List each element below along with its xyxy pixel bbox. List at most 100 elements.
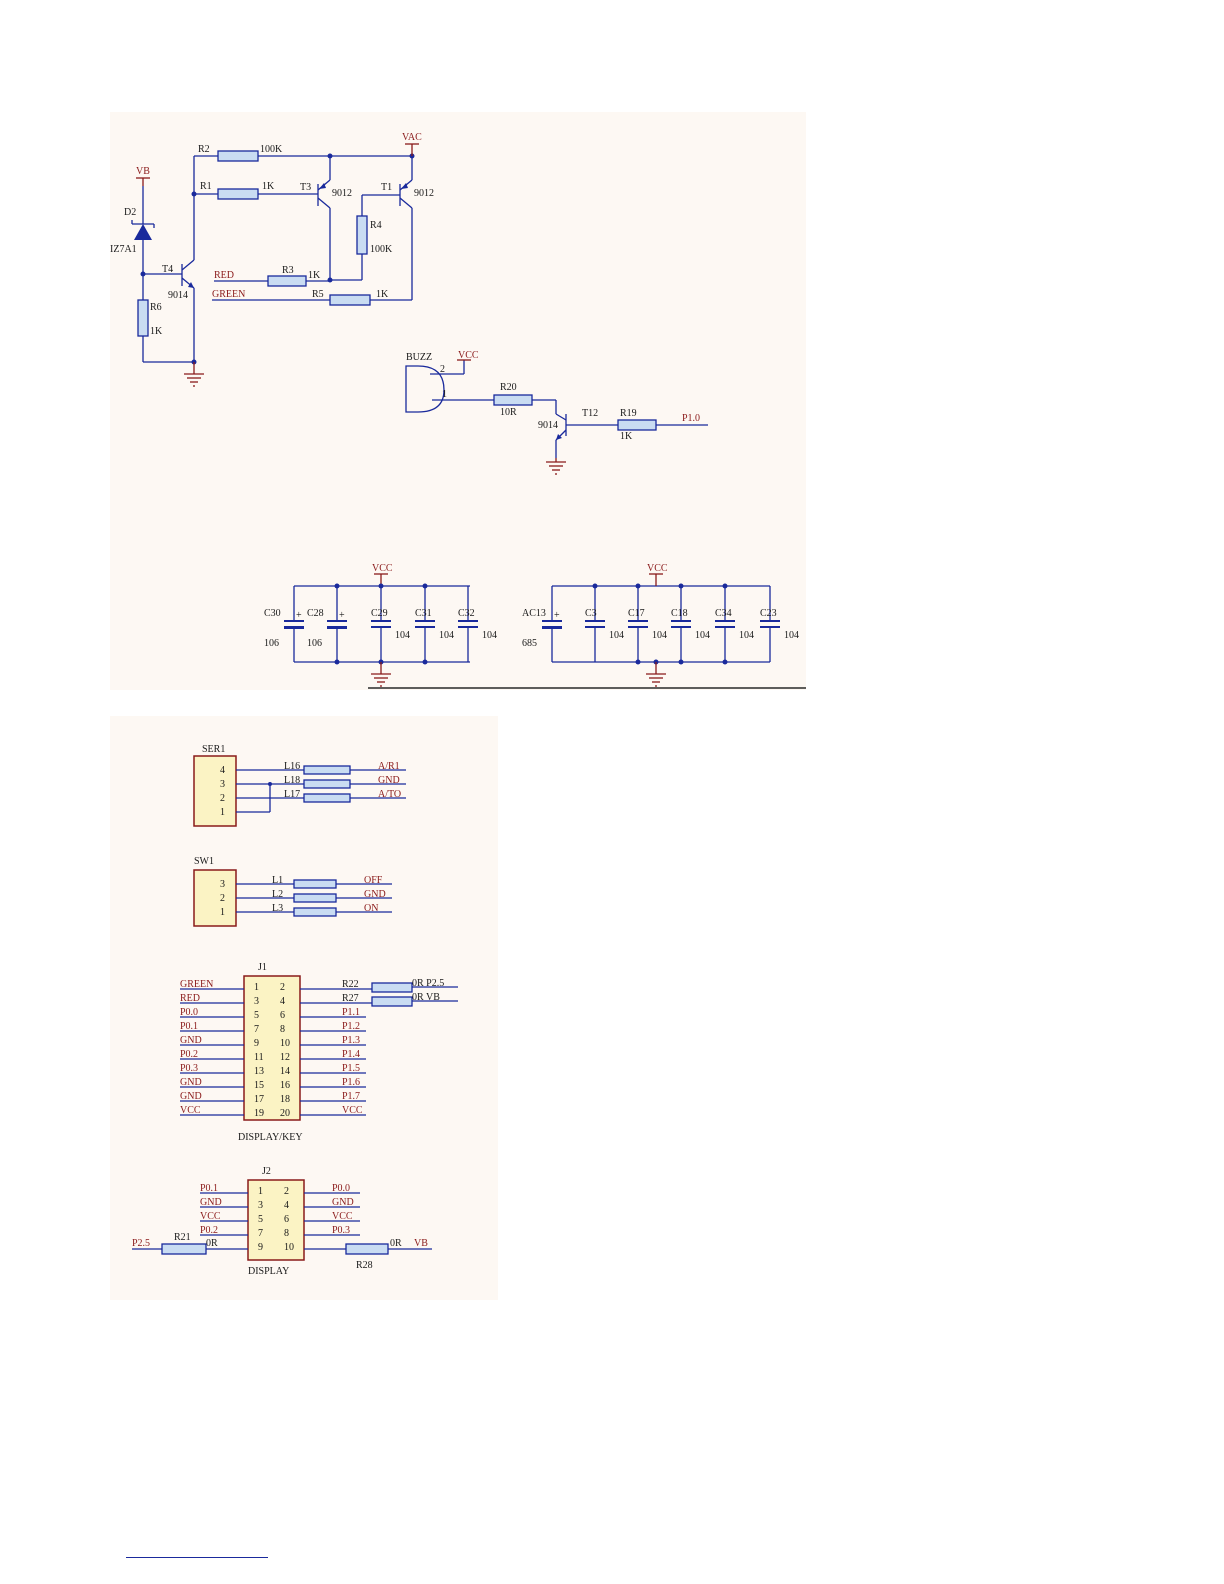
ser1-net-label: A/TO xyxy=(378,789,401,800)
buzz-pin1: 1 xyxy=(442,389,447,400)
t1-value: 9012 xyxy=(414,188,434,199)
j1-right-net: P1.4 xyxy=(342,1049,360,1060)
inductor-l1 xyxy=(293,879,337,889)
inductor-ref: L1 xyxy=(272,875,283,886)
r4-value: 100K xyxy=(370,244,393,255)
r28-net-label: VB xyxy=(414,1238,428,1249)
r2-value: 100K xyxy=(260,144,283,155)
connector-j1 xyxy=(243,975,301,1121)
resistor-r27 xyxy=(371,996,413,1007)
r19-ref: R19 xyxy=(620,408,637,419)
j1-pin-odd: 1 xyxy=(254,982,259,993)
inductor-ref: L3 xyxy=(272,903,283,914)
j2-pin-even: 10 xyxy=(284,1242,294,1253)
j1-right-net: P1.3 xyxy=(342,1035,360,1046)
j1-left-net: RED xyxy=(180,993,200,1004)
j1-pin-even: 10 xyxy=(280,1038,290,1049)
net-red-label: RED xyxy=(214,270,234,281)
j1-pin-odd: 17 xyxy=(254,1094,264,1105)
j1-pin-odd: 11 xyxy=(254,1052,264,1063)
ser1-ref: SER1 xyxy=(202,744,225,755)
j1-pin-even: 6 xyxy=(280,1010,285,1021)
j2-left-net: VCC xyxy=(200,1211,221,1222)
cap-value: 685 xyxy=(522,638,537,649)
decoupling-group-a: VCC xyxy=(294,563,470,687)
ser1-net-label: GND xyxy=(378,775,400,786)
j1-caption: DISPLAY/KEY xyxy=(238,1132,303,1143)
j2-pin-even: 4 xyxy=(284,1200,289,1211)
j2-right-net: GND xyxy=(332,1197,354,1208)
j1-left-net: GREEN xyxy=(180,979,213,990)
j1-right-net: P1.1 xyxy=(342,1007,360,1018)
r19-value: 1K xyxy=(620,431,633,442)
cap-value: 104 xyxy=(739,630,754,641)
j1-pin-odd: 5 xyxy=(254,1010,259,1021)
j2-pin-odd: 7 xyxy=(258,1228,263,1239)
decoupling-group-b: VCC xyxy=(552,563,770,687)
resistor-r19 xyxy=(617,419,657,431)
schematic-sheet-power-buzzer: VB D2 IZ7A1 R6 1K T4 9014 R2 100K VAC R1… xyxy=(110,112,806,690)
cap-ref: C23 xyxy=(760,608,777,619)
resistor-r28 xyxy=(345,1243,389,1255)
net-green-label: GREEN xyxy=(212,289,245,300)
group-b-vcc-label: VCC xyxy=(647,563,668,574)
connector-ser1 xyxy=(193,755,237,827)
d2-value: IZ7A1 xyxy=(110,244,137,255)
j1-pin-odd: 3 xyxy=(254,996,259,1007)
r28-ref: R28 xyxy=(356,1260,373,1271)
sw1-net-label: OFF xyxy=(364,875,383,886)
sw1-pin-number: 1 xyxy=(220,907,225,918)
cap-ref: C3 xyxy=(585,608,597,619)
r5-value: 1K xyxy=(376,289,389,300)
j2-caption: DISPLAY xyxy=(248,1266,289,1277)
cap-value: 104 xyxy=(784,630,799,641)
cap-value: 104 xyxy=(439,630,454,641)
sw1-pin-number: 2 xyxy=(220,893,225,904)
ser1-pin-number: 4 xyxy=(220,765,225,776)
j1-left-net: P0.2 xyxy=(180,1049,198,1060)
t3-ref: T3 xyxy=(300,182,311,193)
j2-pin-odd: 5 xyxy=(258,1214,263,1225)
cap-ref: C32 xyxy=(458,608,475,619)
r1-value: 1K xyxy=(262,181,275,192)
j1-pin-even: 2 xyxy=(280,982,285,993)
r21-value: 0R xyxy=(206,1238,218,1249)
buzz-pin2: 2 xyxy=(440,364,445,375)
t4-ref: T4 xyxy=(162,264,173,275)
resistor-r2 xyxy=(217,150,259,162)
r21-net-label: P2.5 xyxy=(132,1238,150,1249)
j2-pin-even: 6 xyxy=(284,1214,289,1225)
r6-ref: R6 xyxy=(150,302,162,313)
j1-pin-odd: 15 xyxy=(254,1080,264,1091)
r27-output-label: 0R VB xyxy=(412,992,440,1003)
j2-pin-even: 2 xyxy=(284,1186,289,1197)
j1-left-net: GND xyxy=(180,1091,202,1102)
t3-value: 9012 xyxy=(332,188,352,199)
r28-value: 0R xyxy=(390,1238,402,1249)
t4-value: 9014 xyxy=(168,290,188,301)
polarity-plus: + xyxy=(296,610,302,621)
inductor-l16 xyxy=(303,765,351,775)
j1-pin-odd: 7 xyxy=(254,1024,259,1035)
resistor-r22 xyxy=(371,982,413,993)
cap-value: 104 xyxy=(652,630,667,641)
cap-value: 106 xyxy=(264,638,279,649)
inductor-l3 xyxy=(293,907,337,917)
cap-value: 106 xyxy=(307,638,322,649)
connector-j2 xyxy=(247,1179,305,1261)
j1-right-net: P1.2 xyxy=(342,1021,360,1032)
a-cap-c30: + C30 106 xyxy=(264,586,304,662)
ser1-pin-number: 1 xyxy=(220,807,225,818)
j1-left-net: VCC xyxy=(180,1105,201,1116)
cap-ref: C30 xyxy=(264,608,281,619)
j1-pin-even: 20 xyxy=(280,1108,290,1119)
resistor-r20 xyxy=(493,394,533,406)
net-vb-label: VB xyxy=(136,166,150,177)
